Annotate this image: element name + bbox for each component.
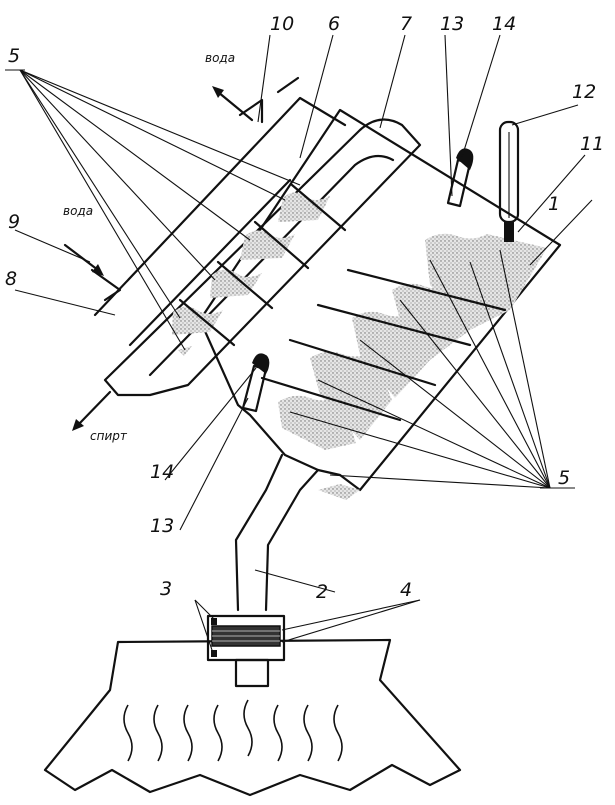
riser-pipe	[234, 453, 320, 612]
sensor-top	[446, 148, 474, 208]
label-12: 12	[572, 81, 596, 103]
label-water-in: вода	[63, 204, 93, 218]
label-10: 10	[270, 13, 294, 35]
flange-assembly	[206, 614, 286, 688]
label-5-left: 5	[8, 45, 20, 67]
tray-liquid	[172, 192, 547, 500]
label-7: 7	[400, 13, 412, 35]
water-in-arrow	[63, 243, 104, 276]
label-1: 1	[548, 193, 560, 215]
water-jacket	[90, 76, 347, 347]
label-3: 3	[160, 578, 172, 600]
label-13-bottom: 13	[150, 515, 174, 537]
label-8: 8	[5, 268, 17, 290]
sensor-bottom	[241, 353, 270, 413]
heat-source	[43, 638, 462, 797]
label-9: 9	[8, 211, 20, 233]
label-14-bottom: 14	[150, 461, 174, 483]
label-5-right: 5	[558, 467, 570, 489]
label-spirit-out: спирт	[90, 429, 128, 443]
label-6: 6	[328, 13, 340, 35]
leader-lines	[5, 34, 593, 651]
label-14-top: 14	[492, 13, 516, 35]
label-2: 2	[316, 581, 328, 603]
label-4: 4	[400, 579, 412, 601]
column-body	[198, 108, 562, 492]
column-trays	[178, 183, 507, 422]
water-out-arrow	[212, 86, 254, 122]
label-13-top: 13	[440, 13, 464, 35]
thermometer-icon	[498, 120, 520, 242]
label-11: 11	[580, 133, 604, 155]
flame-icon	[123, 699, 343, 762]
label-water-out: вода	[205, 51, 235, 65]
condenser-tube	[103, 118, 422, 397]
spirit-out-arrow	[72, 390, 112, 431]
